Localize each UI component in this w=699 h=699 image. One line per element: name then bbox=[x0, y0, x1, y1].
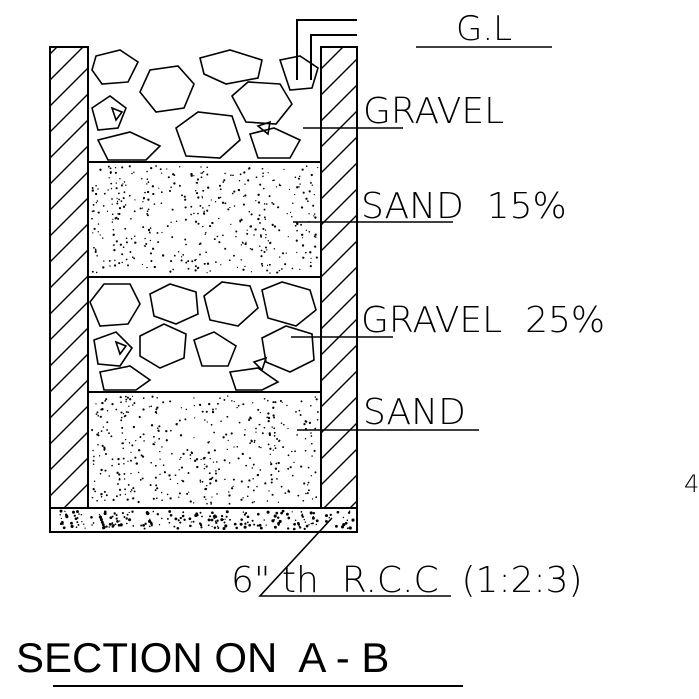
gravel-layer-top bbox=[91, 49, 319, 161]
gravel-mid-label: GRAVEL 25% bbox=[361, 300, 605, 341]
rcc-base-slab bbox=[49, 507, 358, 533]
sand-mid-label: SAND 15% bbox=[361, 186, 567, 227]
edge-fragment-label: 4 bbox=[684, 470, 699, 498]
gravel-top-label: GRAVEL bbox=[363, 91, 504, 132]
pipe-outlet bbox=[296, 19, 357, 80]
ground-level-label: G.L bbox=[456, 9, 512, 49]
rcc-slab-label: 6" th R.C.C (1:2:3) bbox=[231, 560, 583, 601]
right-wall bbox=[320, 46, 358, 509]
sand-layer-middle bbox=[91, 165, 319, 274]
sand-layer-bottom bbox=[91, 395, 319, 505]
sand-bottom-label: SAND bbox=[363, 392, 466, 433]
section-title: SECTION ON A - B bbox=[16, 634, 389, 681]
gravel-layer-middle bbox=[89, 281, 317, 391]
left-wall bbox=[49, 46, 89, 509]
leader-lines bbox=[258, 46, 552, 597]
